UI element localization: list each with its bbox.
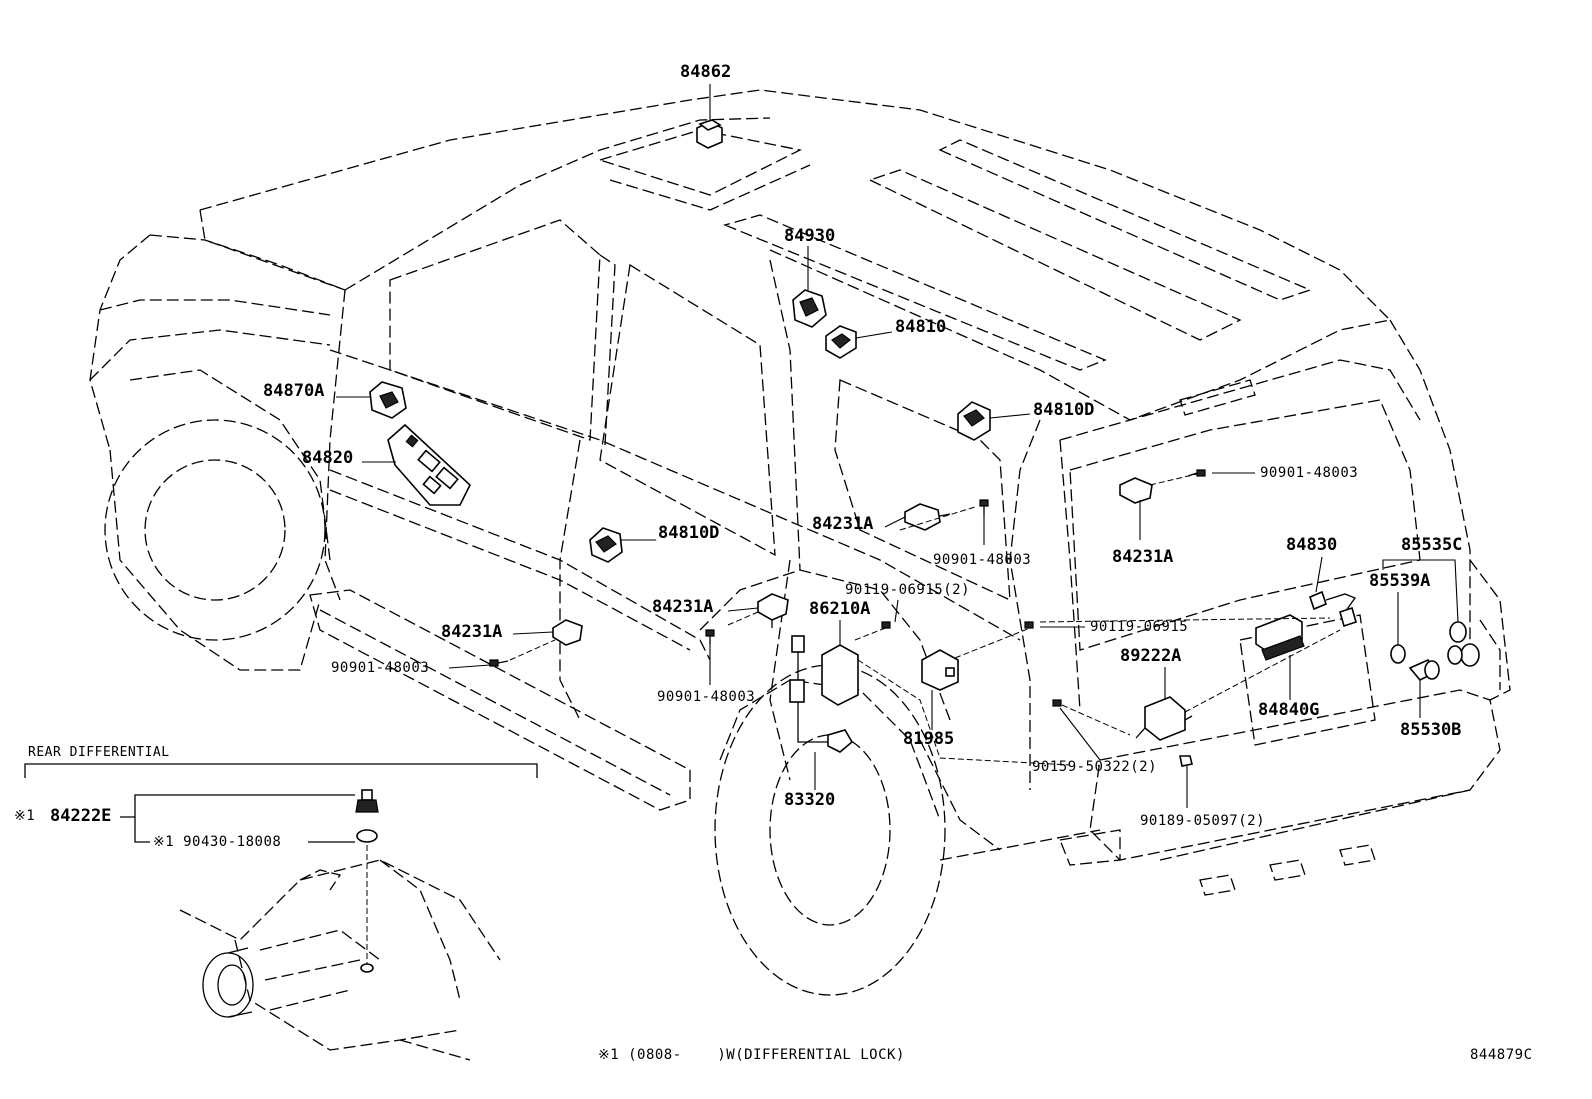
part-84231A-left-icon	[552, 619, 583, 646]
label-85535C: 85535C	[1401, 535, 1463, 555]
label-84820: 84820	[302, 448, 354, 468]
label-90119-06915: 90119-06915	[1090, 619, 1189, 635]
label-84231A-mid: 84231A	[652, 597, 714, 617]
part-84231A-center-icon	[904, 503, 951, 531]
label-84840G: 84840G	[1258, 700, 1320, 720]
parts	[369, 119, 1480, 767]
label-89222A: 89222A	[1120, 646, 1182, 666]
label-84222E: 84222E	[50, 806, 112, 826]
part-84870A-icon	[369, 381, 407, 419]
part-84222E-icon	[355, 789, 379, 813]
part-84840G-icon	[1255, 614, 1305, 661]
drawing-code: 844879C	[1470, 1047, 1533, 1063]
label-90159-50322-2: 90159-50322(2)	[1032, 759, 1158, 775]
rear-differential-inset	[24, 763, 538, 1061]
label-90901-48003-center: 90901-48003	[933, 552, 1032, 568]
label-85539A: 85539A	[1369, 571, 1431, 591]
label-81985: 81985	[903, 729, 955, 749]
label-84810D-lower: 84810D	[658, 523, 720, 543]
part-89222A-icon	[1135, 696, 1193, 741]
part-84820-icon	[387, 423, 471, 506]
label-90430-18008: ※1 90430-18008	[153, 834, 282, 850]
label-83320: 83320	[784, 790, 836, 810]
label-84862: 84862	[680, 62, 732, 82]
rear-differential-title: REAR DIFFERENTIAL	[28, 745, 170, 760]
label-84810: 84810	[895, 317, 947, 337]
label-84231A-right: 84231A	[1112, 547, 1174, 567]
label-90901-48003-mid: 90901-48003	[657, 689, 756, 705]
label-86210A: 86210A	[809, 599, 871, 619]
part-85535C-icon	[1447, 621, 1480, 667]
part-81985-icon	[921, 649, 959, 691]
label-90189-05097-2: 90189-05097(2)	[1140, 813, 1266, 829]
label-84930: 84930	[784, 226, 836, 246]
part-84231A-mid-icon	[757, 593, 789, 628]
leader-lines	[336, 84, 1459, 808]
part-85530B-icon	[1408, 658, 1440, 681]
part-84810D-lower-icon	[589, 527, 623, 563]
label-84810D-upper: 84810D	[1033, 400, 1095, 420]
vehicle-outline	[89, 89, 1511, 996]
label-84222E-mark: ※1	[14, 808, 36, 824]
label-85530B: 85530B	[1400, 720, 1462, 740]
label-84830: 84830	[1286, 535, 1338, 555]
label-84231A-center: 84231A	[812, 514, 874, 534]
part-84810D-upper-icon	[957, 401, 991, 441]
part-85539A-icon	[1390, 644, 1406, 664]
part-84930-icon	[792, 289, 827, 328]
part-84862-icon	[696, 119, 723, 149]
label-90901-48003-left: 90901-48003	[331, 660, 430, 676]
label-84231A-left: 84231A	[441, 622, 503, 642]
part-90430-18008-icon	[356, 829, 378, 843]
part-84830-icon	[1309, 590, 1357, 628]
part-84810-icon	[825, 325, 857, 359]
label-90119-06915-2: 90119-06915(2)	[845, 582, 971, 598]
label-84870A: 84870A	[263, 381, 325, 401]
screw-icons	[489, 469, 1206, 767]
footnote: ※1 (0808- )W(DIFFERENTIAL LOCK)	[598, 1047, 905, 1063]
part-86210A-icon	[789, 635, 859, 753]
label-90901-48003-right: 90901-48003	[1260, 465, 1359, 481]
part-84231A-right-icon	[1119, 477, 1153, 504]
